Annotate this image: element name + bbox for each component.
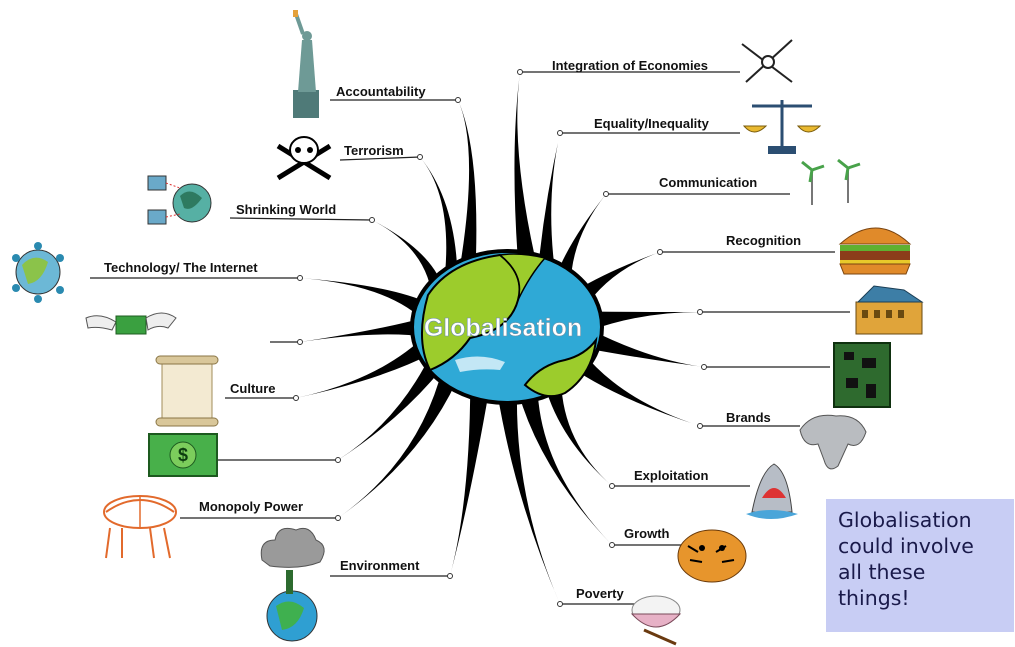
circuit-board-icon (833, 342, 891, 408)
label-recognition: Recognition (726, 233, 801, 248)
node-brands (697, 423, 703, 429)
shark-icon (746, 463, 798, 519)
branch-accountability (458, 100, 477, 277)
label-culture: Culture (230, 381, 276, 396)
branch-environment (450, 383, 490, 576)
globe-hub: Globalisation (410, 249, 604, 405)
branch-equality (538, 133, 560, 277)
label-shrinking-world: Shrinking World (236, 202, 336, 217)
label-poverty: Poverty (576, 586, 624, 601)
hamburger-icon (838, 227, 912, 275)
svg-text:$: $ (178, 445, 188, 465)
node-culture (293, 395, 299, 401)
label-equality: Equality/Inequality (594, 116, 710, 131)
node-money (297, 339, 303, 345)
polluted-earth-icon (260, 527, 325, 642)
globe-network-icon (12, 242, 64, 303)
branch-monopoly (338, 365, 458, 518)
center-title: Globalisation (424, 314, 582, 342)
branch-poverty (497, 391, 560, 604)
branch-technology (300, 278, 431, 324)
branch-exploitation (544, 373, 612, 486)
label-exploitation: Exploitation (634, 468, 708, 483)
node-accountability (455, 97, 461, 103)
note-box: Globalisation could involve all these th… (826, 499, 1014, 632)
branch-building (585, 311, 700, 332)
node-integration (517, 69, 523, 75)
label-integration: Integration of Economies (552, 58, 708, 73)
note-line: could involve (838, 534, 974, 558)
leader-terrorism (339, 156, 421, 161)
node-environment (447, 573, 453, 579)
branch-circuit (584, 328, 704, 367)
label-monopoly-power: Monopoly Power (199, 499, 303, 514)
branch-terrorism (420, 157, 458, 289)
branch-money (300, 317, 427, 342)
label-communication: Communication (659, 175, 757, 190)
networked-computers-icon (147, 175, 212, 225)
node-dollar (335, 457, 341, 463)
tiger-icon (677, 529, 747, 583)
note-line: Globalisation (838, 508, 972, 532)
wind-turbines-icon (801, 158, 861, 205)
node-poverty (557, 601, 563, 607)
game-controller-icon (799, 414, 867, 470)
node-monopoly (335, 515, 341, 521)
building-icon (855, 285, 924, 335)
node-building (697, 309, 703, 315)
node-recognition (657, 249, 663, 255)
branch-growth (518, 386, 612, 545)
label-brands: Brands (726, 410, 771, 425)
node-technology (297, 275, 303, 281)
scroll-icon (155, 355, 219, 427)
money-wings-icon (85, 312, 177, 335)
scales-of-justice-icon (742, 100, 822, 154)
node-growth (609, 542, 615, 548)
statue-of-liberty-icon (293, 10, 319, 118)
node-circuit (701, 364, 707, 370)
label-accountability: Accountability (336, 84, 426, 99)
label-growth: Growth (624, 526, 670, 541)
people-holding-globe-icon (103, 495, 177, 559)
node-exploitation (609, 483, 615, 489)
node-communication (603, 191, 609, 197)
leader-lines (90, 69, 850, 607)
note-line: things! (838, 586, 910, 610)
branch-integration (514, 72, 538, 268)
compass-icon (741, 39, 793, 83)
label-environment: Environment (340, 558, 420, 573)
skull-crossbones-icon (276, 136, 332, 181)
label-terrorism: Terrorism (344, 143, 404, 158)
label-technology: Technology/ The Internet (104, 260, 258, 275)
node-terrorism (417, 154, 423, 160)
note-line: all these (838, 560, 926, 584)
node-equality (557, 130, 563, 136)
leader-shrinking-world (229, 217, 373, 221)
rice-bowl-icon (630, 595, 682, 646)
dollar-bill-icon: $ (148, 433, 218, 477)
node-shrinking-world (369, 217, 375, 223)
branch-communication (556, 194, 606, 289)
